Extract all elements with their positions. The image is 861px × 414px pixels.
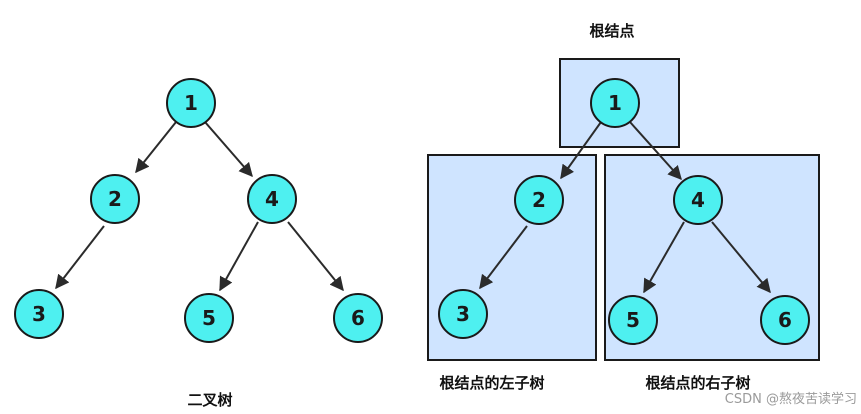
node-label: 5 xyxy=(202,306,216,330)
edge-4-6 xyxy=(711,221,771,294)
node-label: 1 xyxy=(608,91,622,115)
right-subtree-caption: 根结点的右子树 xyxy=(645,374,750,392)
tree-node-1: 1 xyxy=(590,78,640,128)
tree-node-6: 6 xyxy=(333,293,383,343)
tree-node-4: 4 xyxy=(247,174,297,224)
edge-4-5 xyxy=(219,221,259,292)
node-label: 6 xyxy=(778,308,792,332)
node-label: 1 xyxy=(184,91,198,115)
right-subtree-diagram: 根结点 1 2 4 3 5 6 xyxy=(427,22,820,392)
node-label: 2 xyxy=(108,187,122,211)
binary-tree-caption: 二叉树 xyxy=(187,391,232,409)
tree-node-5: 5 xyxy=(608,295,658,345)
tree-node-6: 6 xyxy=(760,295,810,345)
node-label: 4 xyxy=(265,187,279,211)
tree-node-1: 1 xyxy=(166,78,216,128)
edge-4-6 xyxy=(287,221,344,292)
node-label: 3 xyxy=(32,302,46,326)
tree-node-3: 3 xyxy=(14,289,64,339)
root-caption: 根结点 xyxy=(589,22,634,40)
edge-4-5 xyxy=(643,221,685,294)
node-label: 5 xyxy=(626,308,640,332)
edge-1-2 xyxy=(135,121,177,174)
watermark: CSDN @熬夜苦读学习 xyxy=(725,391,857,407)
node-label: 2 xyxy=(532,188,546,212)
tree-node-2: 2 xyxy=(90,174,140,224)
edge-1-2 xyxy=(560,121,602,180)
edge-2-3 xyxy=(479,225,528,290)
tree-node-4: 4 xyxy=(673,175,723,225)
tree-node-2: 2 xyxy=(514,175,564,225)
node-label: 6 xyxy=(351,306,365,330)
tree-node-5: 5 xyxy=(184,293,234,343)
edge-1-4 xyxy=(629,121,682,181)
node-label: 3 xyxy=(456,302,470,326)
left-binary-tree: 1 2 4 3 5 6 二叉树 xyxy=(14,78,383,409)
edge-1-4 xyxy=(204,121,253,178)
edge-2-3 xyxy=(55,225,105,290)
left-subtree-caption: 根结点的左子树 xyxy=(439,374,544,392)
node-label: 4 xyxy=(691,188,705,212)
tree-node-3: 3 xyxy=(438,289,488,339)
